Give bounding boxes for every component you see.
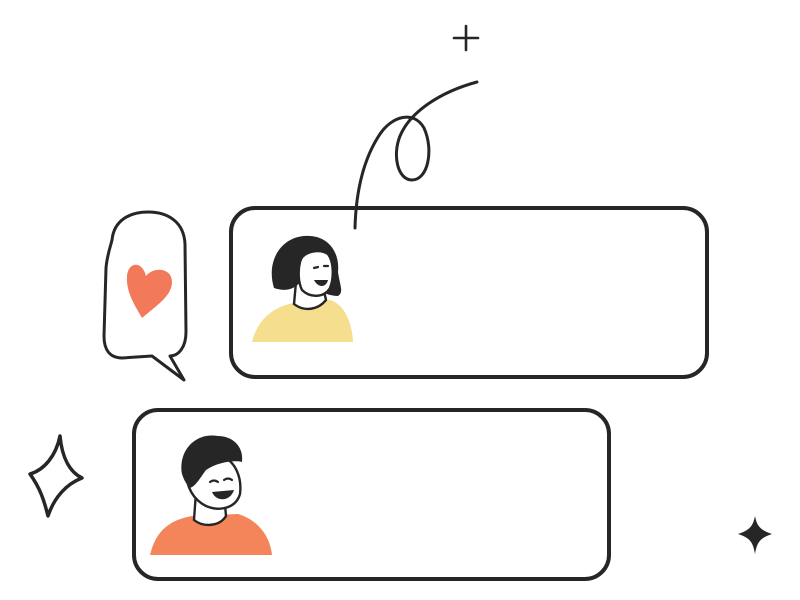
sparkle-icon: [28, 434, 84, 518]
woman-shirt: [252, 300, 353, 342]
sparkle-icon: [452, 24, 480, 52]
woman-avatar: [252, 235, 353, 342]
man-shirt: [150, 514, 272, 555]
lower-card: [132, 408, 611, 581]
woman-smile: [314, 280, 328, 286]
upper-card: [229, 206, 709, 379]
speech-bubble: [102, 210, 188, 382]
man-avatar: [150, 435, 272, 555]
man-hair: [181, 435, 243, 488]
sparkle-icon: [738, 516, 772, 554]
woman-face: [297, 250, 334, 297]
man-eye: [222, 477, 234, 482]
man-smile: [212, 490, 234, 500]
woman-eye: [312, 265, 320, 270]
heart-icon: [126, 264, 172, 318]
swirl-doodle: [353, 80, 479, 230]
man-eye: [208, 479, 220, 484]
